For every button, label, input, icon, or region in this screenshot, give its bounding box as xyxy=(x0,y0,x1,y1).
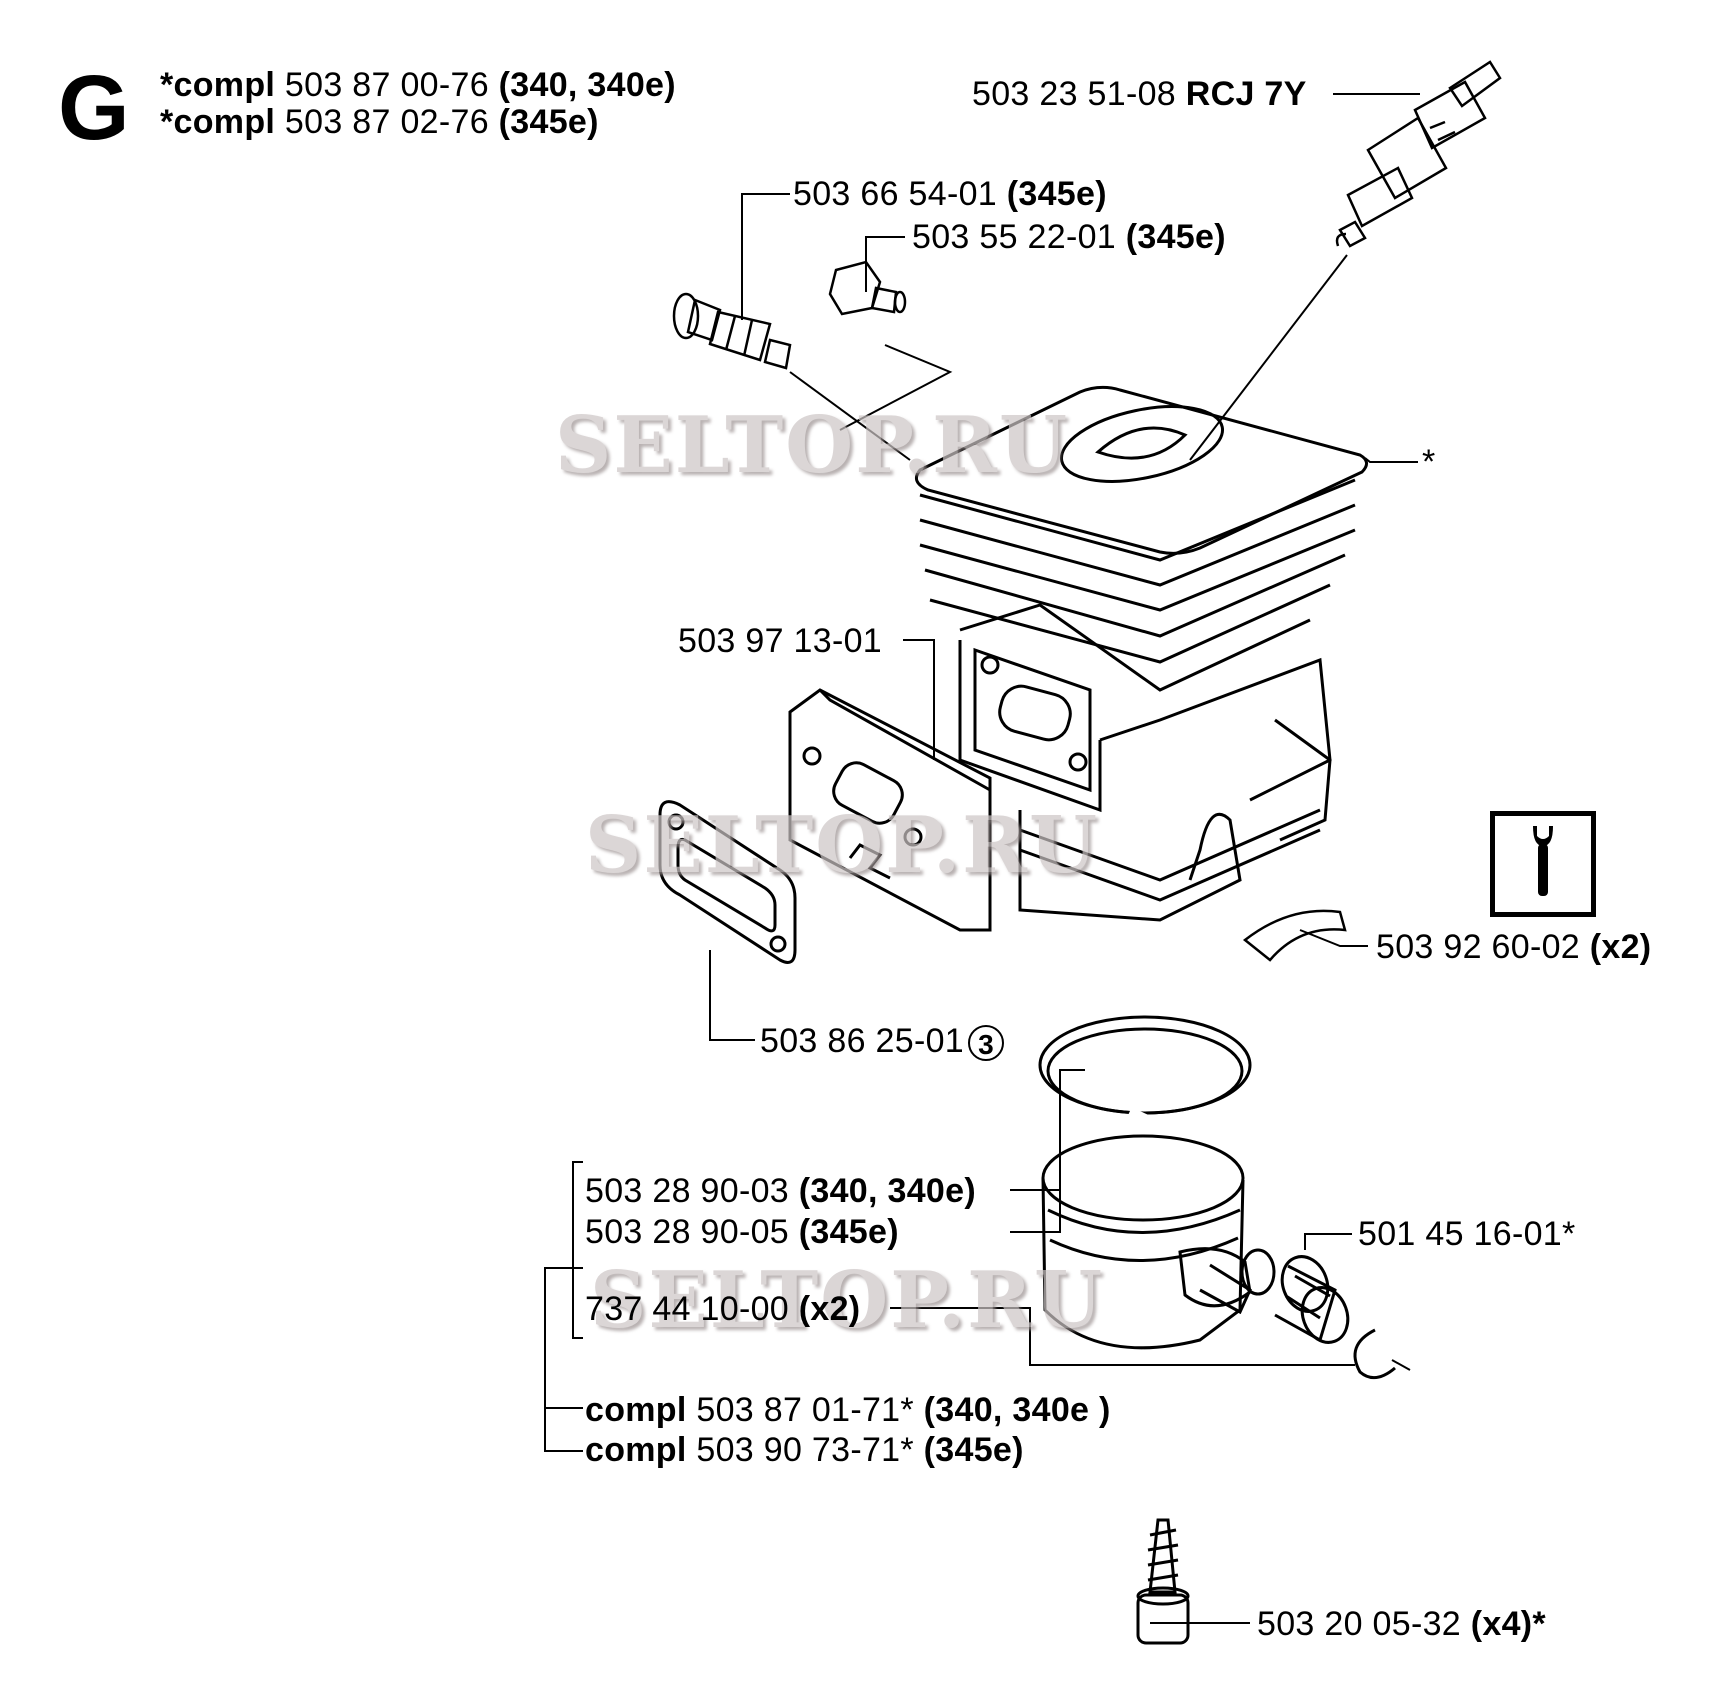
needle-bearing-drawing xyxy=(1274,1255,1350,1344)
label-piston-345: 503 28 90-05 (345e) xyxy=(585,1213,899,1251)
piston-drawing xyxy=(1041,1134,1276,1350)
gasket-plate-drawing xyxy=(788,688,992,932)
label-bearing: 501 45 16-01* xyxy=(1358,1215,1576,1253)
watermark-1: SELTOP.RU xyxy=(555,400,1069,491)
label-gasket-plate: 503 97 13-01 xyxy=(678,622,882,660)
leader-gasket-plate xyxy=(903,639,935,760)
label-kit-345: compl 503 90 73-71* (345e) xyxy=(585,1431,1024,1469)
plug-drawing xyxy=(828,260,907,316)
header-line-1: *compl 503 87 00-76 (340, 340e) xyxy=(160,66,676,104)
spark-plug-drawing xyxy=(1335,60,1502,248)
label-cylinder: * xyxy=(1422,443,1436,481)
label-spark-plug: 503 23 51-08 RCJ 7Y xyxy=(972,75,1307,113)
leader-baffle xyxy=(1299,929,1368,947)
leader-muffler-gasket xyxy=(709,950,755,1041)
leader-bearing xyxy=(1304,1233,1352,1250)
label-piston-340: 503 28 90-03 (340, 340e) xyxy=(585,1172,976,1210)
screw-drawing xyxy=(1136,1518,1190,1645)
leader-circlip xyxy=(890,1307,1355,1366)
muffler-gasket-drawing xyxy=(658,800,797,964)
baffle-drawing xyxy=(1242,909,1347,962)
leader-piston-ring xyxy=(1010,1069,1085,1191)
section-letter: G xyxy=(58,57,130,159)
watermark-3: SELTOP.RU xyxy=(590,1255,1104,1346)
wrench-info-icon xyxy=(1490,811,1596,917)
watermark-2: SELTOP.RU xyxy=(585,800,1099,891)
leader-cylinder xyxy=(1364,457,1418,463)
circlip-drawing xyxy=(1353,1328,1396,1380)
quantity-badge: 3 xyxy=(968,1025,1004,1062)
label-baffle: 503 92 60-02 (x2) xyxy=(1376,928,1652,966)
label-screw: 503 20 05-32 (x4)* xyxy=(1257,1605,1546,1643)
label-kit-340: compl 503 87 01-71* (340, 340e ) xyxy=(585,1391,1111,1429)
piston-ring-drawing xyxy=(1038,1015,1252,1124)
label-decomp-valve: 503 66 54-01 (345e) xyxy=(793,175,1107,213)
leader-decomp-valve xyxy=(741,193,790,320)
header-line-2: *compl 503 87 02-76 (345e) xyxy=(160,103,599,141)
leader-plug xyxy=(865,236,905,292)
bracket-piston-group xyxy=(572,1161,583,1339)
bracket-compl-kit-2 xyxy=(544,1408,583,1452)
label-plug: 503 55 22-01 (345e) xyxy=(912,218,1226,256)
bracket-compl-kit xyxy=(544,1267,583,1409)
leader-piston-345 xyxy=(1010,1190,1061,1233)
cylinder-drawing xyxy=(914,385,1368,922)
label-circlip: 737 44 10-00 (x2) xyxy=(585,1290,861,1328)
decomp-valve-drawing xyxy=(672,292,792,370)
